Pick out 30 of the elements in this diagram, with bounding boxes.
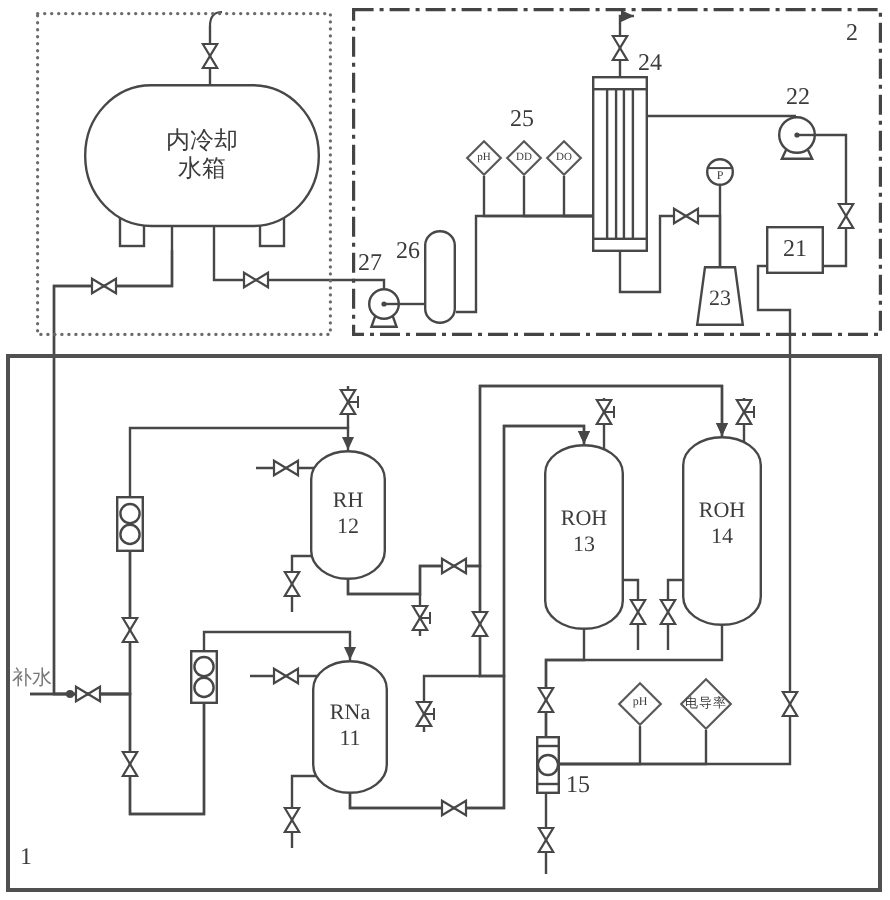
tank-label: 内冷却水箱 [166,128,238,184]
callout-number: 24 [638,50,662,78]
vessel-label: RH 12 [332,488,364,540]
pipe-line [544,626,724,736]
callout-number: 25 [510,106,534,134]
inlet-label: 补水 [12,668,52,691]
flow-arrow [128,426,354,496]
region-number: 2 [846,20,858,48]
region-number: 1 [20,844,32,872]
pipe-line [560,730,708,766]
flow-arrow [202,630,356,660]
pipe-line [212,250,386,288]
equipment-label: 21 [783,236,807,264]
pipe-line [400,302,424,306]
callout-number: 27 [358,250,382,278]
callout-number: 15 [566,772,590,800]
callout-number: 22 [786,84,810,112]
pipe-line [718,186,722,266]
vessel-label: ROH 13 [560,506,608,558]
pipe-line [816,133,848,268]
equipment-label: 23 [709,287,731,313]
flow-arrow [618,10,634,76]
flow-arrow [348,384,728,810]
pipe-line [648,114,796,118]
pipe-line [30,692,206,816]
pipe-line [562,176,592,218]
callout-number: 26 [396,238,420,266]
vessel-label: ROH 14 [698,498,746,550]
pipe-line [618,214,722,294]
vessel-label: RNa 11 [329,700,371,752]
